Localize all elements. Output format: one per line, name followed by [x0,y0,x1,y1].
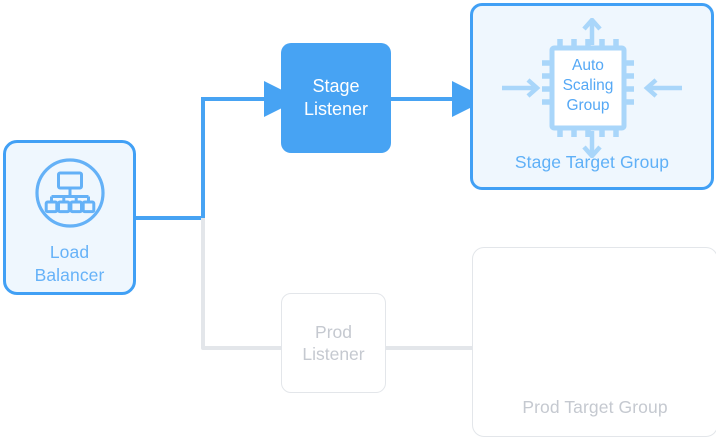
asg-label-line2: Scaling [563,77,614,94]
connector-load-balancer-to-prod-listener [201,218,281,350]
load-balancer-label-line1: Load [49,242,90,263]
load-balancer-label-line2: Balancer [34,264,105,285]
node-stage-listener[interactable]: Stage Listener [281,43,391,153]
connector-load-balancer-to-stage-listener [136,81,300,220]
prod-listener-label-line2: Listener [302,344,365,364]
node-prod-target-group[interactable]: Prod Target Group [472,247,716,437]
node-load-balancer-label: Load Balancer [35,241,105,286]
stage-listener-label-line2: Listener [303,99,369,119]
node-prod-listener[interactable]: Prod Listener [281,293,386,393]
load-balancer-icon [34,158,105,228]
node-stage-target-group-label: Stage Target Group [514,151,670,172]
node-prod-target-group-label: Prod Target Group [522,396,668,417]
stage-listener-label-line1: Stage [312,75,360,96]
asg-label-line1: Auto [572,57,604,74]
auto-scaling-group-chip-icon: Auto Scaling Group [502,18,682,158]
node-stage-target-group[interactable]: Auto Scaling Group Stage Target Group [470,3,714,190]
prod-listener-label-line1: Prod [315,321,352,342]
asg-label-line3: Group [566,97,609,114]
node-load-balancer[interactable]: Load Balancer [3,140,136,295]
